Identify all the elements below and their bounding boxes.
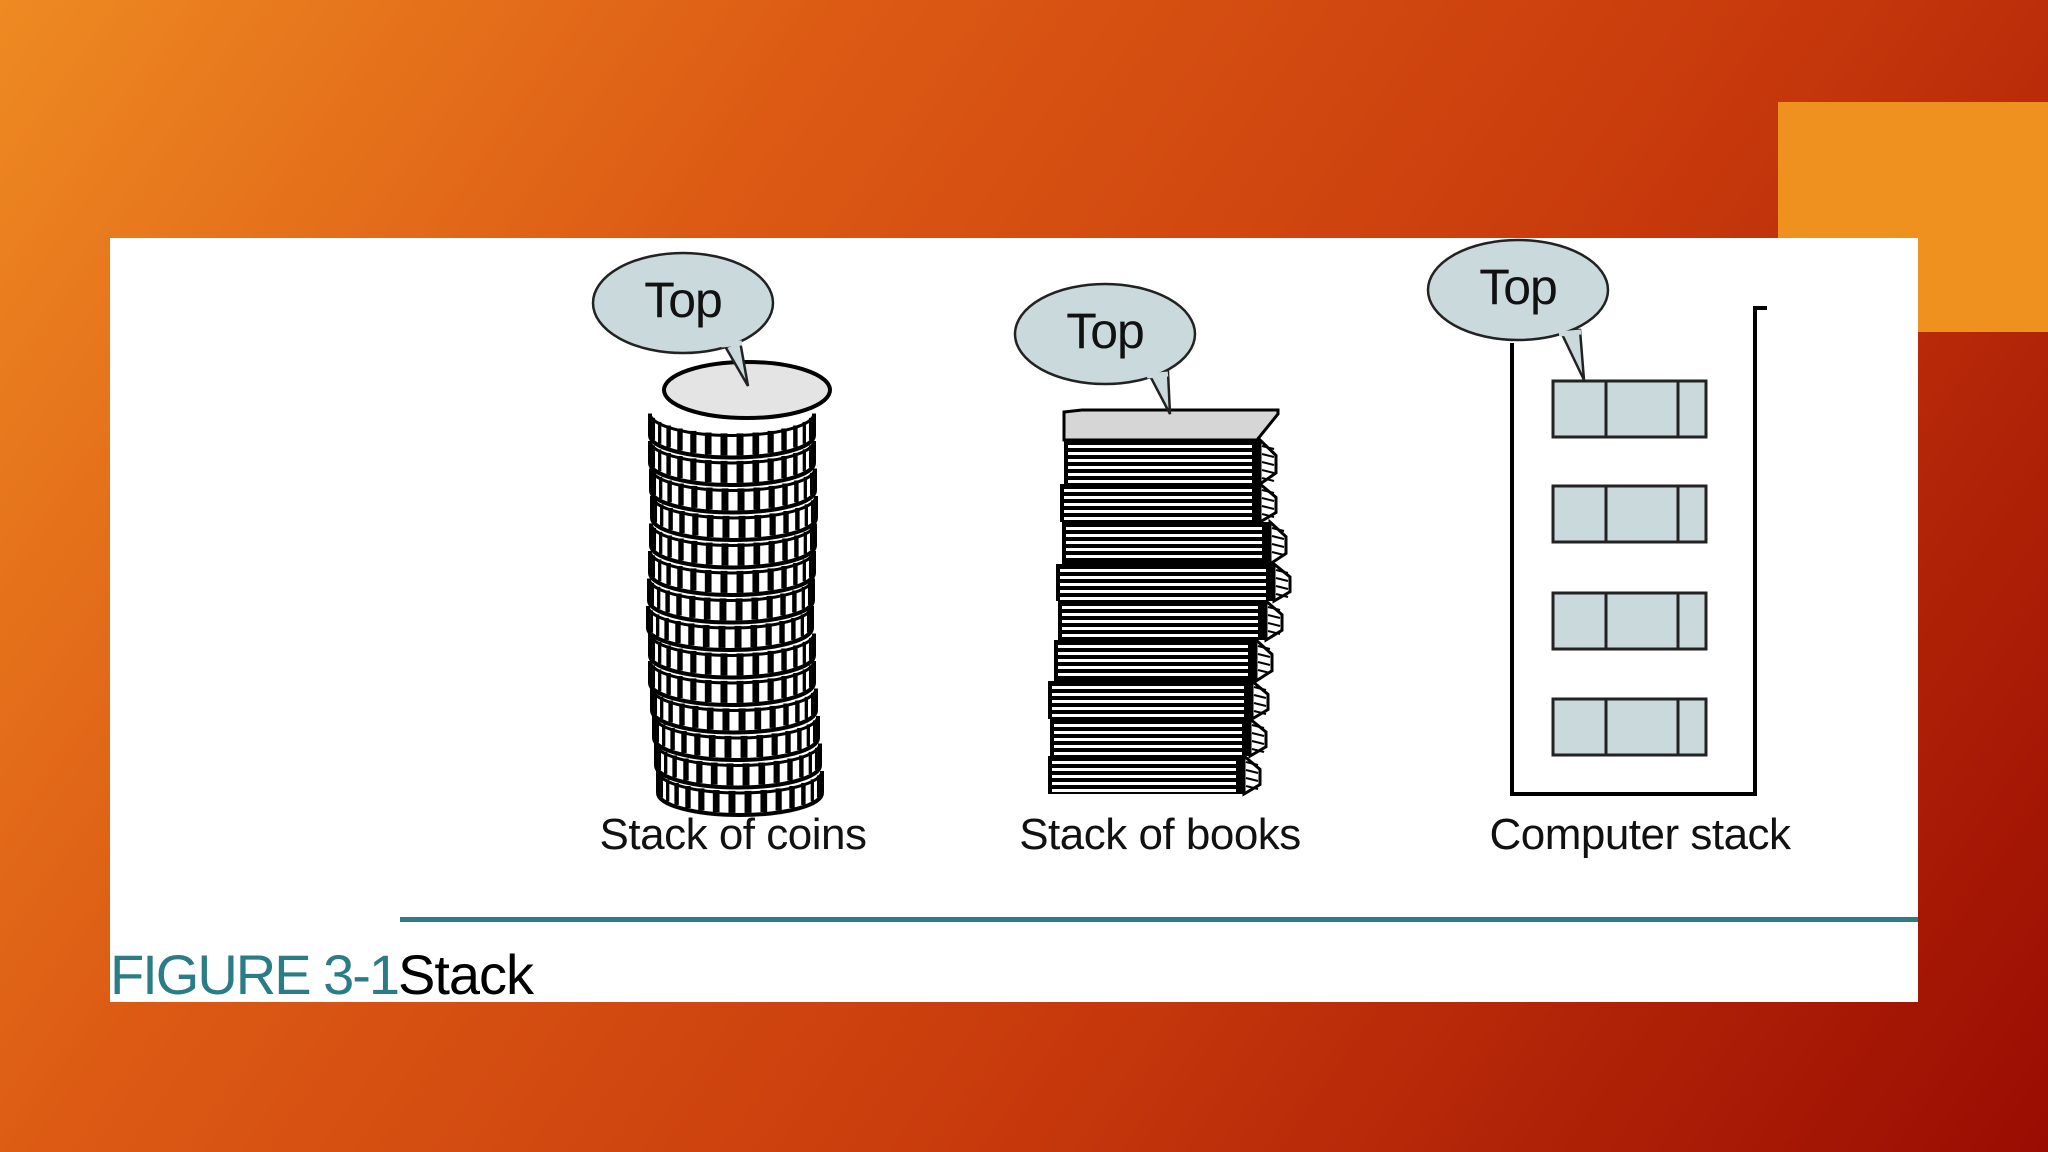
register-box xyxy=(1551,484,1708,544)
book xyxy=(1064,436,1278,487)
stack-illustrations xyxy=(591,238,1767,817)
book xyxy=(1056,560,1292,604)
register-box xyxy=(1551,591,1708,651)
speech-bubble-computer xyxy=(1426,238,1610,381)
stack-container xyxy=(1510,306,1767,796)
bubble-computer xyxy=(1426,238,1610,342)
coins xyxy=(646,413,824,817)
book xyxy=(1048,752,1262,797)
register-box xyxy=(1551,379,1708,439)
bubble-coins xyxy=(591,251,775,355)
book-top-cover xyxy=(1062,408,1280,442)
bubble-tail-join-computer xyxy=(1558,329,1582,337)
bubble-books xyxy=(1013,282,1197,386)
caption-coins: Stack of coins xyxy=(599,810,867,859)
speech-bubble-coins xyxy=(591,251,775,387)
book xyxy=(1050,715,1268,759)
book xyxy=(1062,518,1288,567)
book xyxy=(1060,480,1278,525)
bubble-label-books: Top xyxy=(1066,303,1145,359)
figure-panel: Top Top Top Stack of coins Stack of book… xyxy=(110,238,1918,1006)
coin xyxy=(648,413,816,460)
caption-computer: Computer stack xyxy=(1489,810,1791,859)
bubble-label-coins: Top xyxy=(644,272,723,328)
bubble-tail-join-coins xyxy=(720,340,743,348)
register-box xyxy=(1551,697,1708,757)
caption-books: Stack of books xyxy=(1019,810,1301,859)
caption-rule xyxy=(400,917,1918,922)
speech-bubble-books xyxy=(1013,282,1197,415)
bubble-tail-computer xyxy=(1558,328,1586,381)
coin-stack xyxy=(646,360,832,817)
computer-stack xyxy=(1510,306,1767,796)
book xyxy=(1058,597,1284,643)
coin-top-face xyxy=(662,360,832,420)
bubble-label-computer: Top xyxy=(1479,259,1558,315)
book-stack xyxy=(1048,408,1292,797)
figure-title: Stack xyxy=(398,943,534,1006)
book xyxy=(1054,636,1274,684)
bubble-tail-join-books xyxy=(1146,371,1169,379)
books xyxy=(1048,436,1292,797)
book xyxy=(1048,677,1270,722)
figure-number: FIGURE 3-1 xyxy=(110,943,400,1006)
